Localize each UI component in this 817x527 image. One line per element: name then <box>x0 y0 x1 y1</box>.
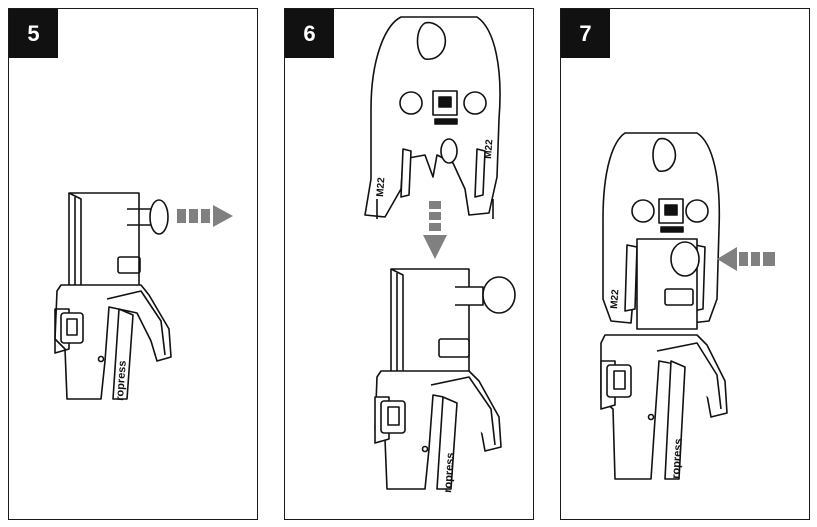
push-arrow-icon <box>717 247 775 271</box>
jaw-size-label: M22 <box>483 139 495 160</box>
handle-brand-text: ropress <box>442 452 457 493</box>
handle-brand-text: ropress <box>670 438 685 479</box>
step-6-illustration: M22 M22 ropress <box>364 16 516 493</box>
step-number-badge: 6 <box>285 9 334 58</box>
press-jaw <box>364 16 501 219</box>
jaw-size-label: M22 <box>375 177 387 198</box>
step-5-panel: 5 ropress <box>8 8 258 520</box>
step-7-illustration: M22 ropress <box>600 132 775 480</box>
step-number-badge: 5 <box>9 9 58 58</box>
step-5-illustration: ropress <box>54 192 233 401</box>
step-6-panel: 6 M22 M22 <box>284 8 534 520</box>
insert-arrow-icon <box>423 201 447 259</box>
jaw-size-label: M22 <box>609 289 621 310</box>
step-7-panel: 7 M22 ropress <box>560 8 810 520</box>
step-number-badge: 7 <box>561 9 610 58</box>
handle-brand-text: ropress <box>114 360 129 401</box>
pull-arrow-icon <box>177 205 233 227</box>
